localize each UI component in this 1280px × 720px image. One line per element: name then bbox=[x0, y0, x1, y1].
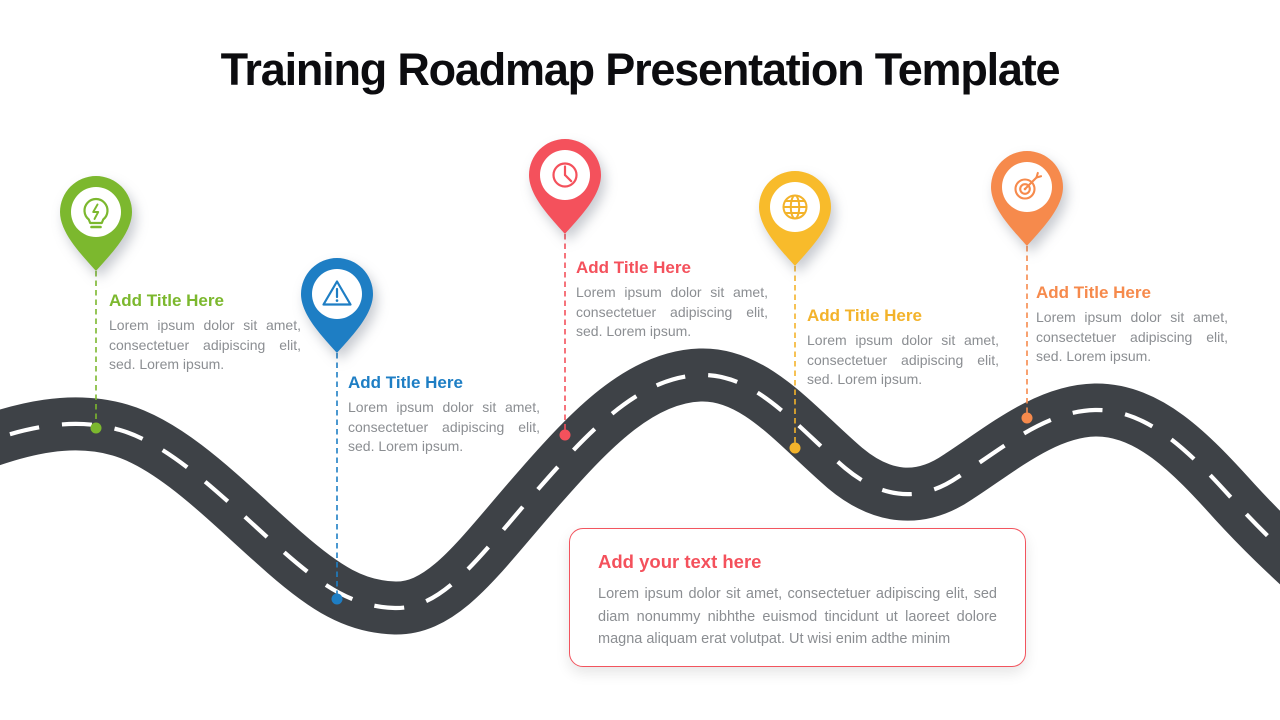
globe-icon bbox=[782, 194, 808, 220]
map-pin-blue bbox=[301, 258, 373, 353]
road-dot-1 bbox=[90, 422, 102, 434]
clock-icon bbox=[552, 162, 578, 188]
page-title: Training Roadmap Presentation Template bbox=[220, 44, 1061, 95]
milestone-heading: Add Title Here bbox=[576, 258, 691, 277]
milestone-body: Lorem ipsum dolor sit amet, consectetuer… bbox=[576, 284, 768, 339]
milestone-body: Lorem ipsum dolor sit amet, consectetuer… bbox=[807, 332, 999, 387]
milestone-text-4: Add Title Here Lorem ipsum dolor sit ame… bbox=[807, 306, 999, 389]
milestone-body: Lorem ipsum dolor sit amet, consectetuer… bbox=[109, 317, 301, 372]
map-pin-yellow bbox=[759, 171, 831, 266]
note-box-body: Lorem ipsum dolor sit amet, consectetuer… bbox=[598, 586, 997, 648]
road-center-line bbox=[0, 372, 1280, 611]
target-arrow-icon bbox=[1014, 171, 1043, 200]
note-box-heading: Add your text here bbox=[598, 551, 762, 572]
milestone-text-2: Add Title Here Lorem ipsum dolor sit ame… bbox=[348, 373, 540, 456]
map-pin-green bbox=[60, 176, 132, 271]
map-pin-red bbox=[529, 139, 601, 234]
milestone-heading: Add Title Here bbox=[1036, 283, 1151, 302]
road-dot-5 bbox=[1021, 412, 1033, 424]
idea-bulb-icon bbox=[83, 198, 109, 229]
warning-triangle-icon bbox=[322, 280, 352, 306]
road-dot-4 bbox=[789, 442, 801, 454]
milestone-text-1: Add Title Here Lorem ipsum dolor sit ame… bbox=[109, 291, 301, 374]
road-dot-3 bbox=[559, 429, 571, 441]
milestone-text-3: Add Title Here Lorem ipsum dolor sit ame… bbox=[576, 258, 768, 341]
note-box: Add your text here Lorem ipsum dolor sit… bbox=[569, 528, 1026, 667]
milestone-body: Lorem ipsum dolor sit amet, consectetuer… bbox=[1036, 309, 1228, 364]
milestone-body: Lorem ipsum dolor sit amet, consectetuer… bbox=[348, 399, 540, 454]
milestone-heading: Add Title Here bbox=[109, 291, 224, 310]
milestone-heading: Add Title Here bbox=[348, 373, 463, 392]
road-dot-2 bbox=[331, 593, 343, 605]
milestone-text-5: Add Title Here Lorem ipsum dolor sit ame… bbox=[1036, 283, 1228, 366]
milestone-heading: Add Title Here bbox=[807, 306, 922, 325]
map-pin-orange bbox=[991, 151, 1063, 246]
